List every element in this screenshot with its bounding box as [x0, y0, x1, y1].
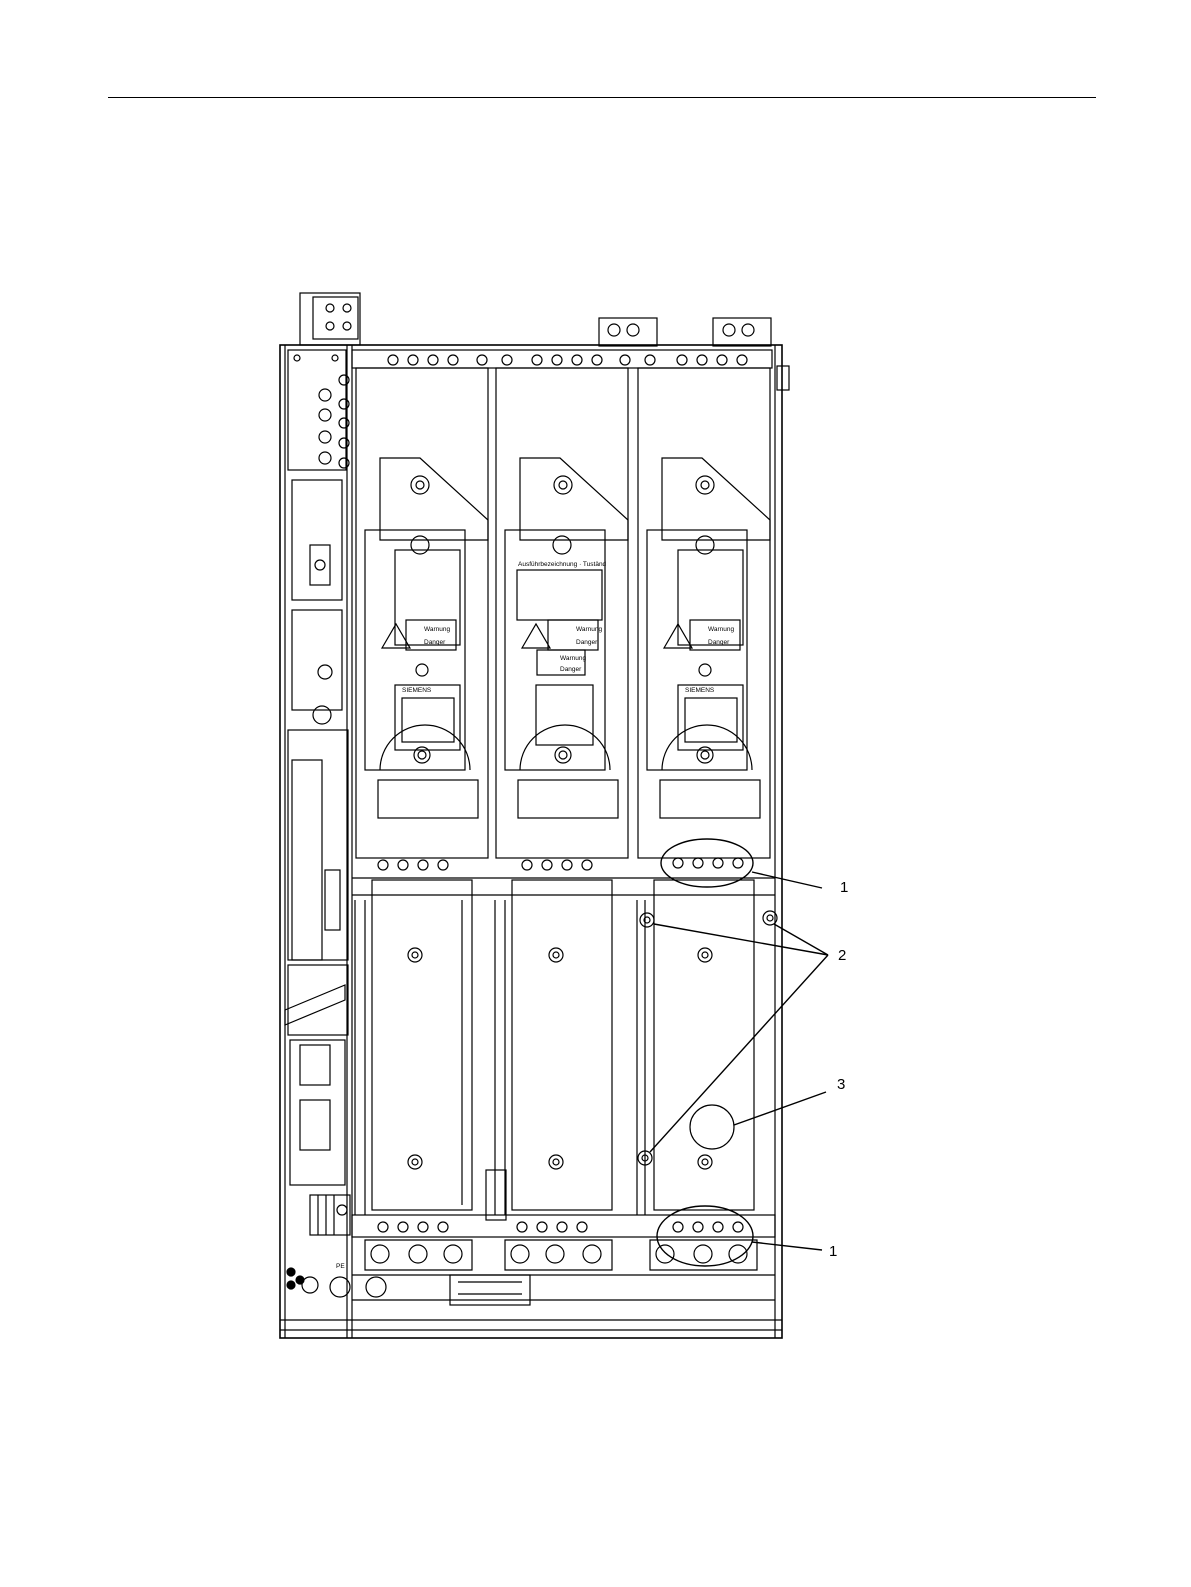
- module-2-sticker-de: Warnung: [560, 655, 587, 662]
- module-2-warning-en: Danger: [576, 639, 598, 646]
- module-1-warning-en: Danger: [424, 639, 446, 646]
- module-2-sticker-en: Danger: [560, 666, 582, 673]
- callout-label-2: 2: [838, 947, 846, 964]
- module-2-warning-de: Warnung: [576, 626, 603, 633]
- bottom-terminals: [352, 1215, 775, 1305]
- callout-1-top-leader: [752, 872, 822, 888]
- callout-label-3: 3: [837, 1076, 845, 1093]
- callout-3-leader: [734, 1092, 826, 1125]
- top-busbar: [352, 350, 772, 368]
- power-module-1: Warnung Danger SIEMENS: [355, 368, 488, 1215]
- module-3-warning-de: Warnung: [708, 626, 735, 633]
- callout-1-bottom-leader: [752, 1242, 822, 1250]
- callout-2-leader-c: [650, 955, 828, 1152]
- callout-label-1-top: 1: [840, 879, 848, 896]
- callout-label-1-bottom: 1: [829, 1243, 837, 1260]
- module-1-brand: SIEMENS: [402, 687, 432, 694]
- module-2-header: Ausführbezeichnung · Tuständ: [518, 561, 607, 568]
- power-module-2: Ausführbezeichnung · Tuständ Warnung Dan…: [486, 368, 628, 1220]
- module-3-warning-en: Danger: [708, 639, 730, 646]
- left-control-column: PE: [285, 350, 386, 1297]
- pe-terminal-label: PE: [336, 1263, 345, 1270]
- module-3-brand: SIEMENS: [685, 687, 715, 694]
- top-brackets: [300, 293, 789, 390]
- callout-graphics: [650, 839, 828, 1266]
- module-1-warning-de: Warnung: [424, 626, 451, 633]
